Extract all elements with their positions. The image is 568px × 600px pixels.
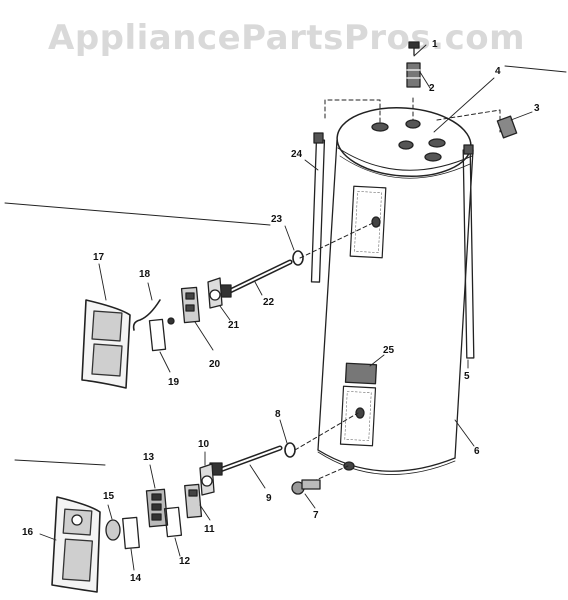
part-23-gasket [292, 250, 304, 266]
part-14-insulation [122, 516, 140, 571]
part-18-wire [132, 282, 161, 331]
watermark-logo: AppliancePartsPros.com [48, 18, 526, 58]
part-6-leader [454, 419, 475, 447]
part-17-access-cover-upper [81, 263, 131, 389]
part-21-bracket [207, 277, 231, 321]
part-2-nipple [406, 62, 431, 89]
callout-17: 17 [93, 252, 105, 263]
part-11-thermostat-lower [184, 483, 211, 521]
callout-10: 10 [198, 439, 210, 450]
callout-24: 24 [291, 149, 303, 160]
reference-line-upper [4, 202, 271, 226]
part-1-anode-cap [408, 41, 427, 57]
part-10-bracket [199, 451, 215, 496]
callout-7: 7 [313, 510, 319, 521]
part-4-leader [433, 77, 495, 133]
part-13-limit-control [145, 464, 169, 528]
part-22-heating-element-upper [218, 259, 293, 298]
callout-11: 11 [204, 524, 215, 535]
part-8-gasket [284, 442, 296, 458]
callout-6: 6 [474, 446, 480, 457]
callout-22: 22 [263, 297, 275, 308]
part-9-heating-element-lower [209, 445, 283, 489]
part-24-dip-tube [304, 132, 326, 283]
callout-2: 2 [429, 83, 435, 94]
part-15-plug [105, 504, 121, 541]
part-7-drain-valve [291, 479, 321, 509]
callout-12: 12 [179, 556, 191, 567]
callout-25: 25 [383, 345, 395, 356]
part-25-leader [369, 354, 385, 367]
callout-14: 14 [130, 573, 142, 584]
callout-16: 16 [22, 527, 34, 538]
part-5-tube [462, 144, 475, 369]
callout-18: 18 [139, 269, 151, 280]
part-12-insulation [163, 506, 183, 557]
callout-5: 5 [464, 371, 470, 382]
callout-8: 8 [275, 409, 281, 420]
part-16-access-cover-lower [39, 496, 101, 593]
callout-23: 23 [271, 214, 283, 225]
callout-19: 19 [168, 377, 180, 388]
part-20-thermostat-upper [180, 286, 214, 351]
callout-21: 21 [228, 320, 240, 331]
reference-line-right [504, 65, 567, 73]
top-connection-dashes [294, 97, 501, 488]
callout-13: 13 [143, 452, 155, 463]
callout-20: 20 [209, 359, 221, 370]
tank [317, 107, 474, 475]
reference-line-lower [14, 459, 106, 466]
callout-9: 9 [266, 493, 272, 504]
callout-1: 1 [432, 39, 438, 50]
part-3-fitting [496, 111, 533, 139]
callout-3: 3 [534, 103, 540, 114]
callout-4: 4 [495, 66, 501, 77]
callout-15: 15 [103, 491, 115, 502]
part-19-insulation [148, 317, 175, 373]
